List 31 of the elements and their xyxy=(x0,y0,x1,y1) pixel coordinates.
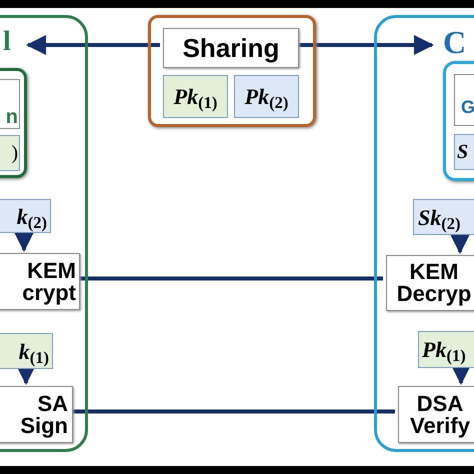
key-label: Pk$_{(1)}$ xyxy=(422,336,466,366)
process-box xyxy=(386,255,474,311)
box-text: SA Sign xyxy=(19,392,68,436)
panel-title: C xyxy=(443,24,466,60)
group-panel xyxy=(374,15,474,452)
arrow xyxy=(26,35,160,55)
key-label: Pk$_{(2)}$ xyxy=(244,83,288,113)
box-text: G xyxy=(461,97,474,117)
key-box xyxy=(234,75,299,118)
key-box xyxy=(418,331,474,368)
arrow xyxy=(296,35,434,55)
key-box xyxy=(413,199,474,235)
key-label: ) xyxy=(11,141,19,166)
box-text: KEM Decryp xyxy=(396,261,472,305)
key-label: k$_{(1)}$ xyxy=(18,338,49,368)
process-box xyxy=(163,28,299,68)
key-box xyxy=(163,75,228,118)
process-box xyxy=(0,253,80,310)
group-panel xyxy=(148,15,316,127)
key-label: S xyxy=(457,140,468,165)
key-label: Sk$_{(2)}$ xyxy=(418,204,460,234)
process-box xyxy=(0,386,73,443)
key-box xyxy=(0,333,53,369)
panel-title: l xyxy=(3,26,11,57)
box-text: n xyxy=(6,106,19,128)
key-label: Pk$_{(1)}$ xyxy=(174,83,218,113)
key-box xyxy=(0,199,51,233)
key-label: k$_{(2)}$ xyxy=(16,202,47,232)
box-text: DSA Verify xyxy=(409,392,471,436)
box-text: KEM crypt xyxy=(21,260,76,304)
process-box xyxy=(398,386,474,443)
